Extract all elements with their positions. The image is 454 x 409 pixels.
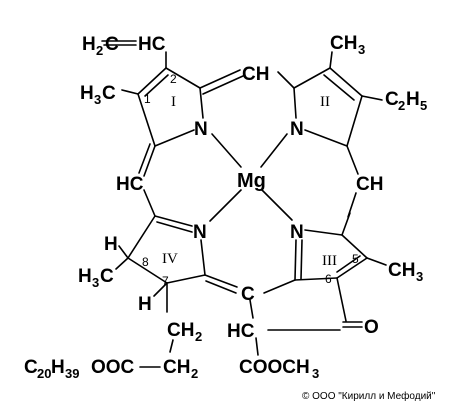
position-1: 1 — [144, 92, 151, 106]
meso-top-ch: CH — [242, 64, 269, 85]
ch2-lower: CH — [163, 357, 190, 378]
nitrogen-4: N — [193, 222, 207, 243]
position-numbers: 2 1 5 6 8 7 — [142, 72, 359, 288]
methyl-ester-cooch: COOCH — [239, 357, 310, 378]
bond-lines — [101, 40, 387, 368]
ring-numerals: I II III IV — [162, 94, 337, 269]
phytyl-h-sub: 39 — [65, 366, 79, 381]
position-7: 7 — [162, 274, 169, 288]
ring-numeral-1: I — [171, 94, 176, 110]
ethyl-h: H — [406, 89, 420, 110]
methyl-2-sub: 3 — [358, 42, 365, 57]
vinyl-h-sub: 2 — [96, 43, 103, 58]
ch2-lower-sub: 2 — [191, 366, 198, 381]
ch2-upper-sub: 2 — [195, 329, 202, 344]
ethyl-c-sub: 2 — [398, 98, 405, 113]
methyl-4-h: H — [78, 266, 92, 287]
ethyl-c: C — [385, 89, 399, 110]
vinyl-hc: HC — [138, 34, 166, 55]
nitrogen-1: N — [194, 119, 208, 140]
magnesium-atom: Mg — [237, 170, 266, 192]
phytyl-h: H — [51, 357, 65, 378]
methyl-3-ch: CH — [388, 260, 415, 281]
position-8: 8 — [142, 255, 149, 269]
meso-bottom-c: C — [241, 284, 255, 305]
meso-right-ch: CH — [356, 174, 383, 195]
position-5: 5 — [352, 252, 359, 266]
ethyl-h-sub: 5 — [420, 98, 427, 113]
hydrogen-c7: H — [138, 294, 152, 315]
ring-numeral-4: IV — [162, 251, 178, 267]
position-6: 6 — [325, 272, 332, 286]
methyl-1-c: C — [102, 83, 116, 104]
methyl-2-ch: CH — [330, 33, 357, 54]
atom-labels: H 2 C HC H 3 C CH 3 C 2 H 5 CH HC CH N N… — [24, 33, 427, 381]
ring-numeral-2: II — [320, 94, 330, 110]
phytyl-c: C — [24, 357, 38, 378]
methyl-ester-sub: 3 — [312, 366, 319, 381]
nitrogen-2: N — [290, 119, 304, 140]
methyl-4-sub: 3 — [92, 275, 99, 290]
ring5-hc: HC — [227, 321, 255, 342]
methyl-3-sub: 3 — [416, 269, 423, 284]
methyl-4-c: C — [100, 266, 114, 287]
hydrogen-c8: H — [104, 234, 118, 255]
keto-oxygen: O — [364, 317, 379, 338]
position-2: 2 — [170, 72, 177, 86]
vinyl-h: H — [82, 34, 96, 55]
phytyl-c-sub: 20 — [37, 366, 51, 381]
vinyl-c: C — [105, 34, 119, 55]
methyl-1-sub: 3 — [94, 92, 101, 107]
methyl-1-h: H — [80, 83, 94, 104]
ring-numeral-3: III — [322, 253, 337, 269]
ester-ooc: OOC — [91, 357, 135, 378]
meso-left-hc: HC — [116, 174, 144, 195]
copyright-notice: © ООО "Кирилл и Мефодий" — [302, 390, 436, 402]
ch2-upper: CH — [167, 320, 194, 341]
nitrogen-3: N — [290, 222, 304, 243]
